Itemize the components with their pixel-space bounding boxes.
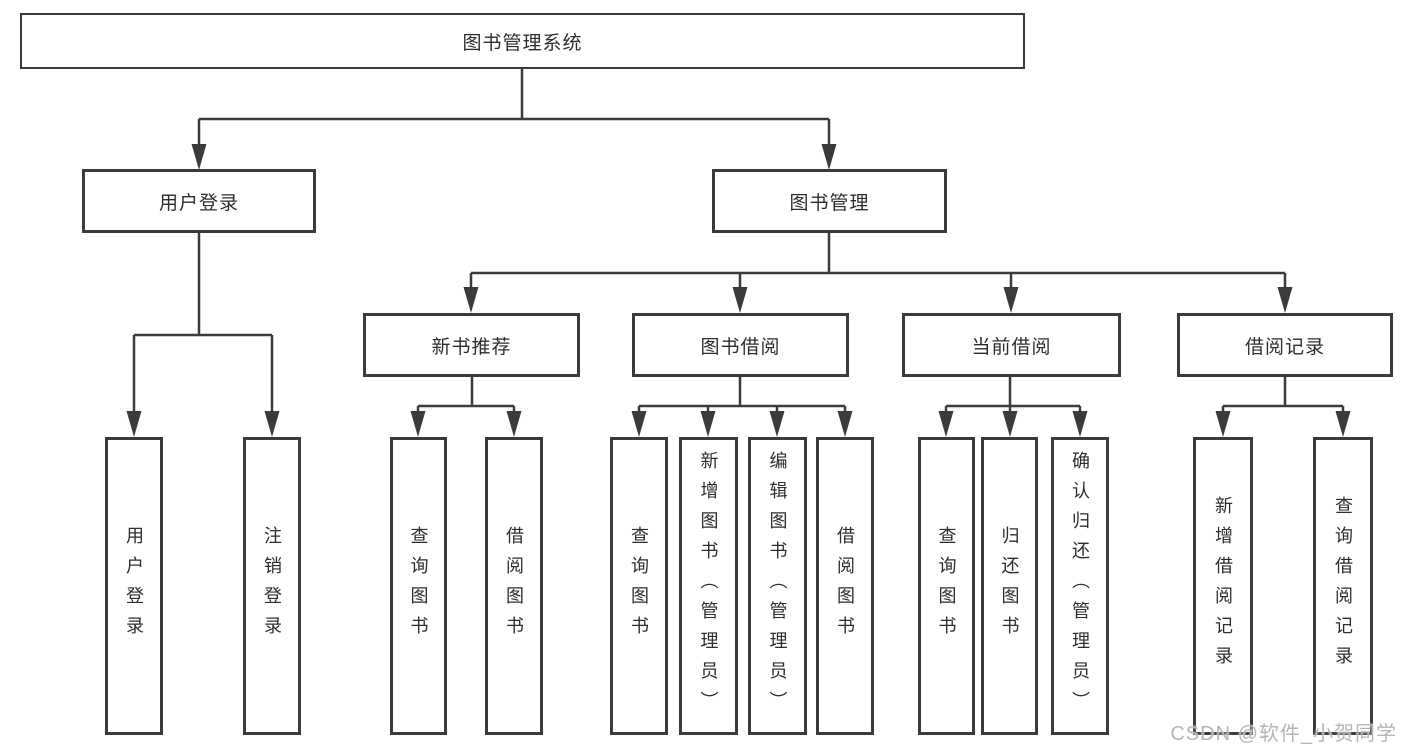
leaf-label: 查询图书 [936,526,957,646]
node-book-management: 图书管理 [712,169,947,233]
node-borrow-records: 借阅记录 [1177,313,1393,377]
connector-book-borrow-group [631,377,853,437]
connector-current-borrow-group [938,377,1088,437]
node-current-borrow: 当前借阅 [902,313,1121,377]
node-book-borrow: 图书借阅 [632,313,849,377]
connector-user-login-group [126,233,280,437]
leaf-add-books-admin: 新增图书（管理员） [679,437,738,735]
leaf-label: 新增图书（管理员） [698,451,719,721]
leaf-label: 归还图书 [999,526,1020,646]
leaf-label: 查询图书 [408,526,429,646]
leaf-query-books-2: 查询图书 [610,437,668,735]
connector-root-to-level2 [191,66,837,170]
leaf-label: 用户登录 [124,526,144,646]
leaf-query-borrow-record: 查询借阅记录 [1313,437,1373,735]
leaf-label: 查询借阅记录 [1333,496,1353,676]
leaf-add-borrow-record: 新增借阅记录 [1193,437,1253,735]
connector-borrow-records-group [1215,377,1351,437]
leaf-borrow-books-1: 借阅图书 [485,437,543,735]
leaf-label: 查询图书 [629,526,649,646]
leaf-label: 注销登录 [262,526,282,646]
node-user-login: 用户登录 [82,169,316,233]
leaf-query-books-3: 查询图书 [918,437,975,735]
node-library-system: 图书管理系统 [20,13,1025,69]
leaf-return-books: 归还图书 [981,437,1038,735]
leaf-label: 确认归还（管理员） [1070,451,1090,721]
leaf-logout: 注销登录 [243,437,301,735]
leaf-user-login: 用户登录 [105,437,163,735]
node-new-book-recommend: 新书推荐 [363,313,580,377]
leaf-borrow-books-2: 借阅图书 [816,437,874,735]
connector-book-mgmt-to-level3 [463,233,1293,313]
leaf-label: 编辑图书（管理员） [767,451,788,721]
leaf-confirm-return-admin: 确认归还（管理员） [1051,437,1109,735]
leaf-label: 借阅图书 [835,526,855,646]
leaf-edit-books-admin: 编辑图书（管理员） [748,437,807,735]
leaf-query-books-1: 查询图书 [390,437,447,735]
connector-new-rec-group [410,377,522,437]
leaf-label: 借阅图书 [504,526,524,646]
leaf-label: 新增借阅记录 [1213,496,1233,676]
